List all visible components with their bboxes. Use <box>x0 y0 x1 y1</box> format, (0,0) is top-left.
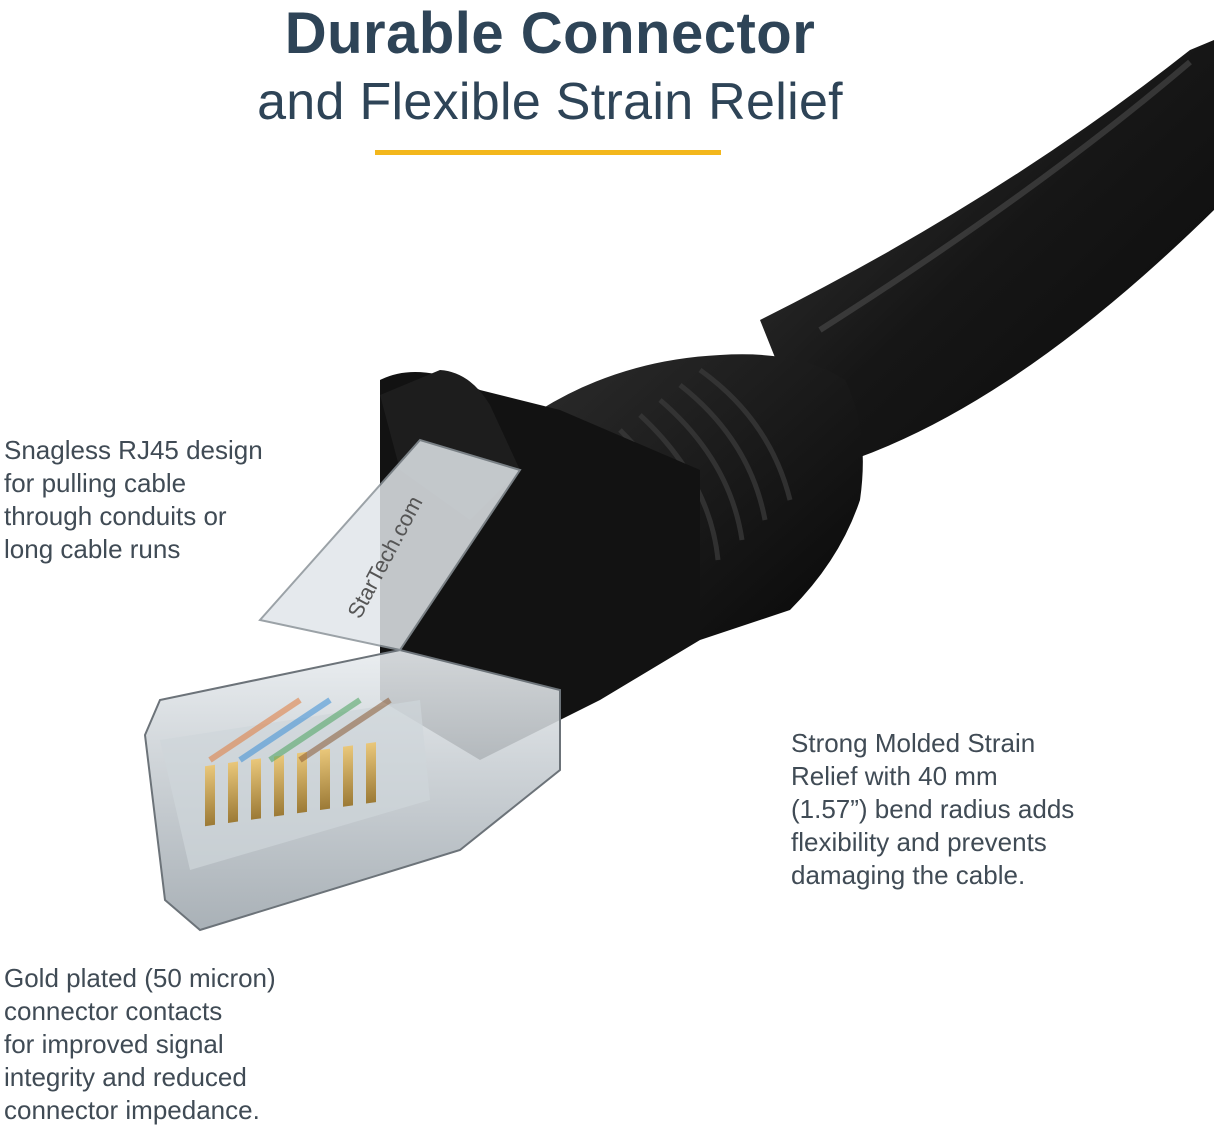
callout-line: for improved signal <box>4 1029 224 1059</box>
page-title: Durable Connector <box>284 1 816 66</box>
callout-line: long cable runs <box>4 534 181 564</box>
callout-line: Snagless RJ45 design <box>4 435 263 465</box>
plug-latch <box>258 438 522 652</box>
callout-line: Strong Molded Strain <box>791 728 1036 758</box>
connector-housing <box>380 372 700 760</box>
snagless-tab <box>380 370 520 520</box>
callout-snagless: Snagless RJ45 design for pulling cable t… <box>4 434 263 566</box>
callout-line: Relief with 40 mm <box>791 761 998 791</box>
latch-branding: StarTech.com <box>342 492 427 622</box>
callout-line: flexibility and prevents <box>791 827 1047 857</box>
strain-relief-boot <box>540 354 863 640</box>
callout-line: connector contacts <box>4 996 223 1026</box>
callout-line: for pulling cable <box>4 468 187 498</box>
callout-gold-contacts: Gold plated (50 micron) connector contac… <box>4 962 276 1127</box>
callout-line: integrity and reduced <box>4 1062 247 1092</box>
callout-line: damaging the cable. <box>791 860 1026 890</box>
callout-line: through conduits or <box>4 501 227 531</box>
callout-line: Gold plated (50 micron) <box>4 963 276 993</box>
rj45-plug <box>143 648 561 932</box>
gold-contacts <box>205 742 376 827</box>
callout-strain-relief: Strong Molded Strain Relief with 40 mm (… <box>791 727 1074 892</box>
page-subtitle: and Flexible Strain Relief <box>257 73 843 131</box>
callout-line: (1.57”) bend radius adds <box>791 794 1075 824</box>
accent-rule <box>375 150 721 155</box>
plug-front-face <box>160 700 430 870</box>
callout-line: connector impedance. <box>4 1095 260 1125</box>
internal-wires <box>208 697 392 763</box>
boot-ribs <box>598 367 793 601</box>
